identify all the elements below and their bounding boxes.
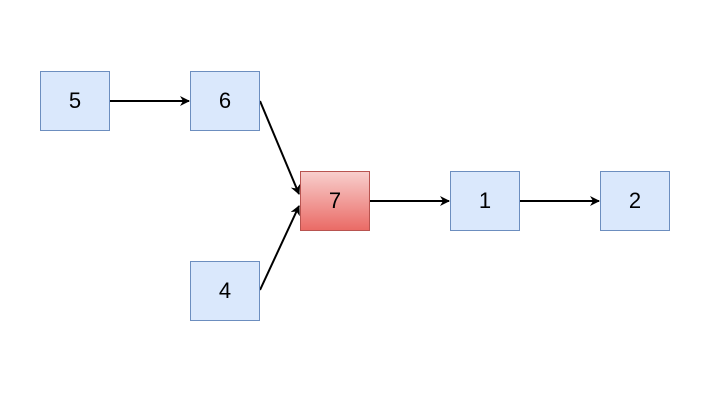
node-6: 6 bbox=[190, 71, 260, 131]
edge-6-to-7 bbox=[259, 100, 301, 195]
node-4-label: 4 bbox=[218, 278, 232, 303]
node-2-label: 2 bbox=[628, 188, 642, 213]
node-7-label: 7 bbox=[328, 188, 342, 213]
node-2: 2 bbox=[600, 171, 670, 231]
node-1: 1 bbox=[450, 171, 520, 231]
edge-4-to-7 bbox=[259, 205, 300, 291]
node-5: 5 bbox=[40, 71, 110, 131]
node-6-label: 6 bbox=[218, 88, 232, 113]
node-7-highlighted: 7 bbox=[300, 171, 370, 231]
node-5-label: 5 bbox=[68, 88, 82, 113]
node-4: 4 bbox=[190, 261, 260, 321]
node-1-label: 1 bbox=[478, 188, 492, 213]
